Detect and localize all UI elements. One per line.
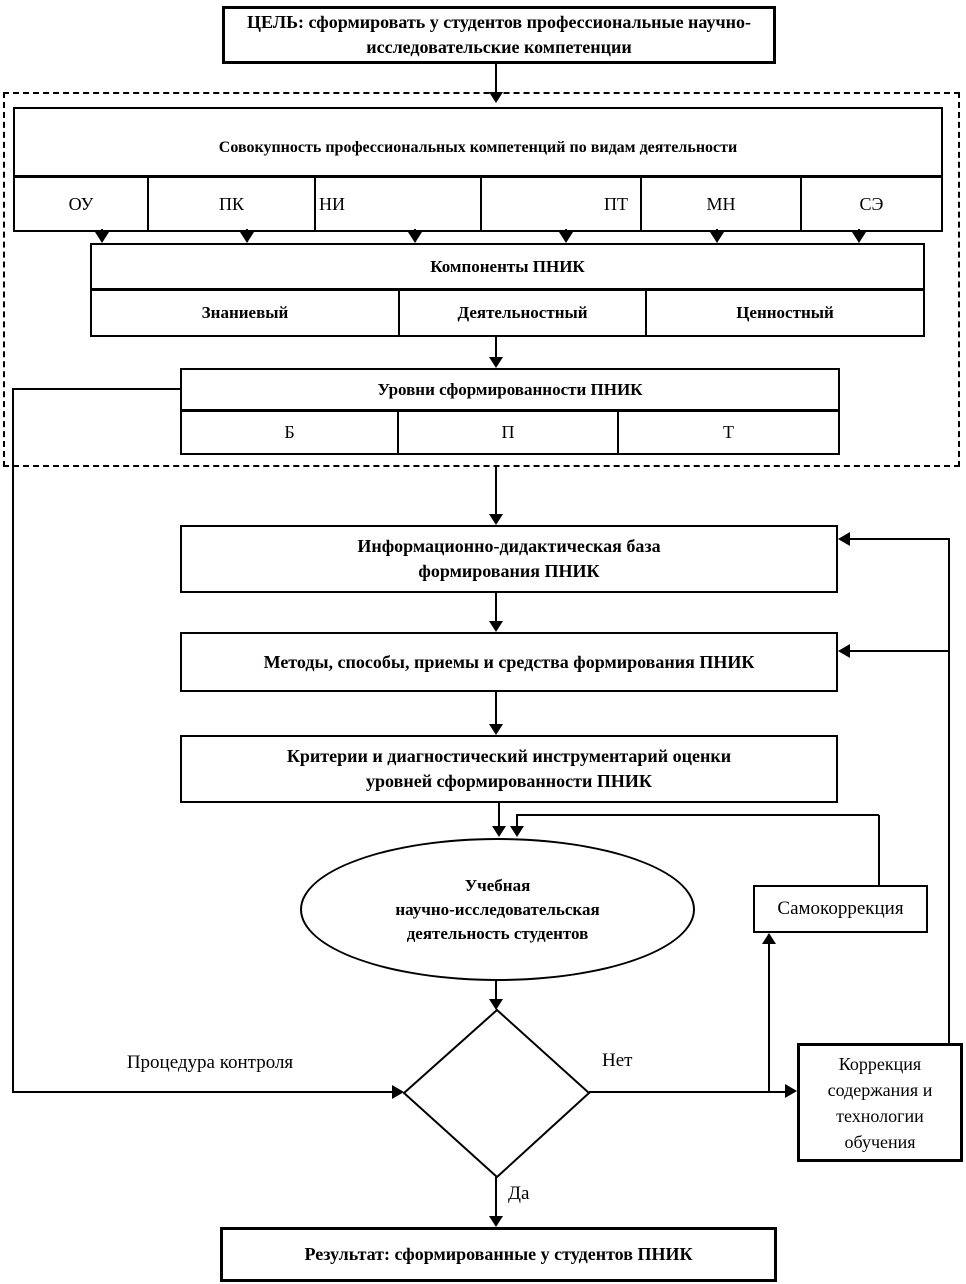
no-branch-line <box>589 1091 785 1093</box>
selfcorrection-feedback-drop-line <box>516 814 518 827</box>
levels-table: Уровни сформированности ПНИК Б П Т <box>180 368 840 455</box>
component-cell-value: Ценностный <box>645 291 923 335</box>
competency-cell-mn: МН <box>640 178 800 230</box>
components-row: Знаниевый Деятельностный Ценностный <box>92 288 923 335</box>
level-cell-b: Б <box>284 422 295 442</box>
control-path-bottom-line <box>12 1091 393 1093</box>
control-path-head <box>392 1085 404 1099</box>
arrow-goal-to-competencies-line <box>495 64 497 92</box>
competency-cell-se: СЭ <box>800 178 941 230</box>
yes-branch-line <box>495 1177 497 1217</box>
no-to-selfcorrection-line <box>768 944 770 1092</box>
selfcorrection-feedback-head <box>510 826 524 837</box>
competencies-table: Совокупность профессиональных компетенци… <box>13 107 943 232</box>
correction-feedback-to-base-head <box>838 532 850 546</box>
arrow-components-to-levels-line <box>495 337 497 358</box>
yes-label: Да <box>508 1183 530 1204</box>
base-line-1: Информационно-дидактическая база <box>357 536 661 556</box>
arrow-criteria-to-activity-line <box>498 803 500 827</box>
arrow-types-2-head <box>240 232 254 243</box>
criteria-box: Критерии и диагностический инструментари… <box>180 735 838 803</box>
goal-box: ЦЕЛЬ: сформировать у студентов профессио… <box>222 6 776 64</box>
methods-text: Методы, способы, приемы и средства форми… <box>263 651 755 672</box>
base-line-2: формирования ПНИК <box>418 561 600 581</box>
competencies-header: Совокупность профессиональных компетенци… <box>218 139 738 156</box>
dashed-container <box>3 92 960 467</box>
no-to-selfcorrection-head <box>762 933 776 944</box>
arrow-criteria-to-activity-head <box>492 826 506 837</box>
arrow-types-6-head <box>852 232 866 243</box>
no-branch-head <box>785 1084 797 1098</box>
yes-branch-head <box>489 1216 503 1227</box>
correction-feedback-to-methods-head <box>838 644 850 658</box>
correction-feedback-to-methods-line <box>850 650 950 652</box>
arrow-methods-to-criteria-line <box>495 692 497 725</box>
levels-header: Уровни сформированности ПНИК <box>377 379 643 399</box>
criteria-line-1: Критерии и диагностический инструментари… <box>286 746 732 766</box>
component-cell-activity: Деятельностный <box>398 291 645 335</box>
components-table: Компоненты ПНИК Знаниевый Деятельностный… <box>90 243 925 337</box>
base-box: Информационно-дидактическая база формиро… <box>180 525 838 593</box>
arrow-activity-to-decision-line <box>495 980 497 1000</box>
competency-cell-pk: ПК <box>147 178 314 230</box>
component-cell-knowledge: Знаниевый <box>201 303 289 322</box>
self-correction-box: Самокоррекция <box>753 885 928 933</box>
correction-text: Коррекция содержания и технологии обучен… <box>827 1053 933 1152</box>
components-header: Компоненты ПНИК <box>430 256 585 276</box>
arrow-base-to-methods-line <box>495 593 497 622</box>
arrow-components-to-levels-head <box>489 357 503 368</box>
decision-diamond <box>402 1008 591 1179</box>
activity-line-2: научно-исследовательская <box>395 899 600 919</box>
arrow-types-4-head <box>559 232 573 243</box>
selfcorrection-feedback-top-line <box>517 814 879 816</box>
no-label: Нет <box>602 1050 633 1071</box>
control-procedure-label: Процедура контроля <box>126 1052 294 1073</box>
criteria-line-2: уровней сформированности ПНИК <box>366 771 652 791</box>
correction-feedback-to-base-line <box>850 538 950 540</box>
level-cell-p: П <box>397 412 617 453</box>
competency-cell-ni: НИ <box>314 178 480 230</box>
correction-feedback-vertical-line <box>948 539 950 1043</box>
competency-cell-ou: ОУ <box>68 193 94 214</box>
goal-text: ЦЕЛЬ: сформировать у студентов профессио… <box>246 12 752 57</box>
control-path-vertical-line <box>12 388 14 1093</box>
competency-cell-pt: ПТ <box>480 178 640 230</box>
levels-row: Б П Т <box>182 409 838 453</box>
arrow-types-1-head <box>95 232 109 243</box>
correction-box: Коррекция содержания и технологии обучен… <box>797 1043 963 1162</box>
arrow-base-to-methods-head <box>489 621 503 632</box>
arrow-levels-to-base-line <box>495 467 497 515</box>
self-correction-text: Самокоррекция <box>777 898 904 919</box>
level-cell-t: Т <box>617 412 838 453</box>
arrow-goal-to-competencies-head <box>489 92 503 103</box>
arrow-methods-to-criteria-head <box>489 724 503 735</box>
activity-line-3: деятельность студентов <box>406 923 589 943</box>
control-path-top-line <box>13 388 180 390</box>
activity-ellipse: Учебная научно-исследовательская деятель… <box>300 838 695 981</box>
methods-box: Методы, способы, приемы и средства форми… <box>180 632 838 692</box>
result-text: Результат: сформированные у студентов ПН… <box>304 1244 693 1264</box>
arrow-levels-to-base-head <box>489 514 503 525</box>
activity-line-1: Учебная <box>464 875 531 895</box>
selfcorrection-feedback-right-line <box>878 815 880 885</box>
arrow-activity-to-decision-head <box>489 999 503 1010</box>
arrow-types-3-head <box>408 232 422 243</box>
arrow-types-5-head <box>710 232 724 243</box>
competencies-row: ОУ ПК НИ ПТ МН СЭ <box>15 175 941 230</box>
result-box: Результат: сформированные у студентов ПН… <box>220 1227 777 1282</box>
